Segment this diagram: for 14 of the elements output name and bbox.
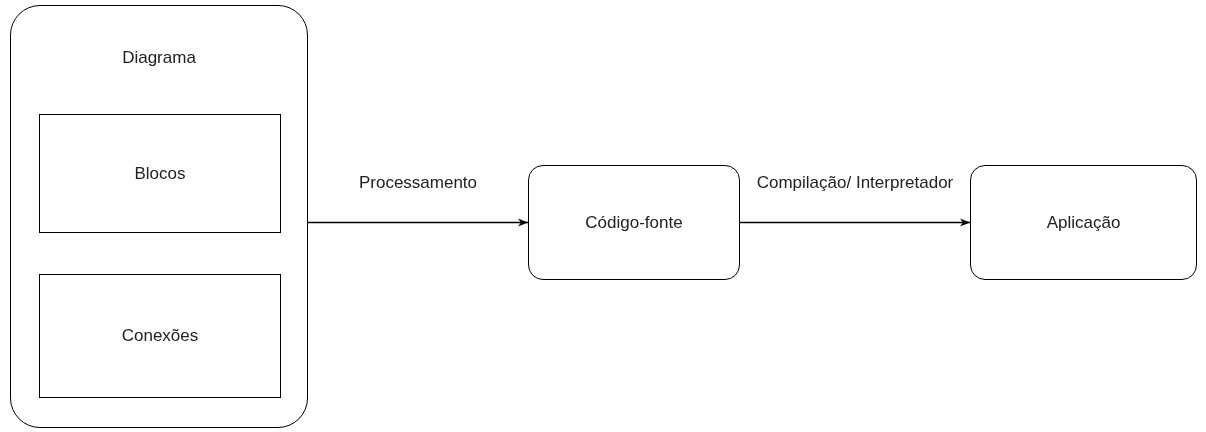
process-box [39, 274, 281, 398]
node-label: Conexões [120, 326, 200, 346]
edge-label: Compilação/ Interpretador [755, 171, 955, 193]
node-label: Blocos [133, 163, 187, 184]
process-box [39, 114, 281, 233]
edge-label: Processamento [357, 171, 479, 193]
container-box [10, 5, 308, 428]
node-label: Aplicação [1045, 212, 1122, 233]
arrow [739, 218, 971, 227]
node-label: Código-fonte [584, 212, 684, 233]
node-label: Diagrama [121, 48, 197, 68]
process-box [970, 165, 1197, 280]
arrow [307, 218, 529, 227]
process-box [528, 165, 740, 280]
